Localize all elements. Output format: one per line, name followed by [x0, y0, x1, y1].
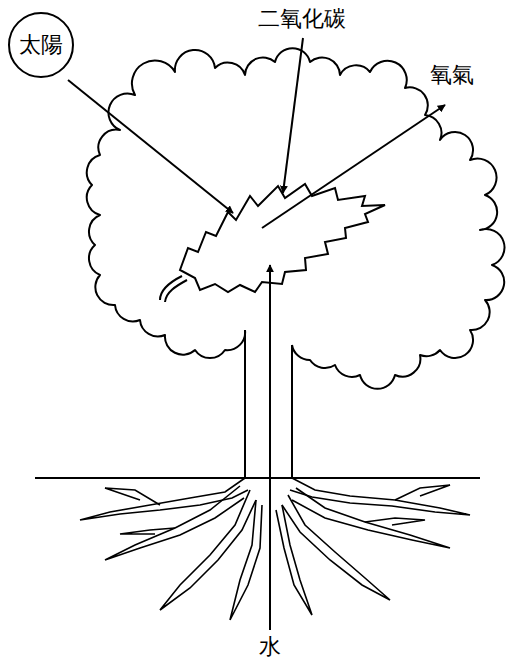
- water-label: 水: [259, 634, 281, 659]
- tree-trunk: [244, 330, 246, 478]
- ground-line: [35, 477, 480, 479]
- leaf-stem: [160, 276, 187, 302]
- tree-roots: [80, 478, 470, 620]
- co2-arrow: [283, 38, 303, 193]
- water-arrow: [269, 265, 271, 630]
- sun-circle: 太陽: [8, 12, 74, 78]
- leaf: [180, 184, 385, 292]
- co2-label: 二氧化碳: [258, 6, 346, 31]
- tree-trunk: [291, 345, 293, 478]
- oxygen-label: 氧氣: [430, 62, 474, 87]
- node-text: 太陽: [19, 33, 63, 57]
- sun-arrow: [68, 80, 233, 213]
- oxygen-arrow: [262, 105, 445, 228]
